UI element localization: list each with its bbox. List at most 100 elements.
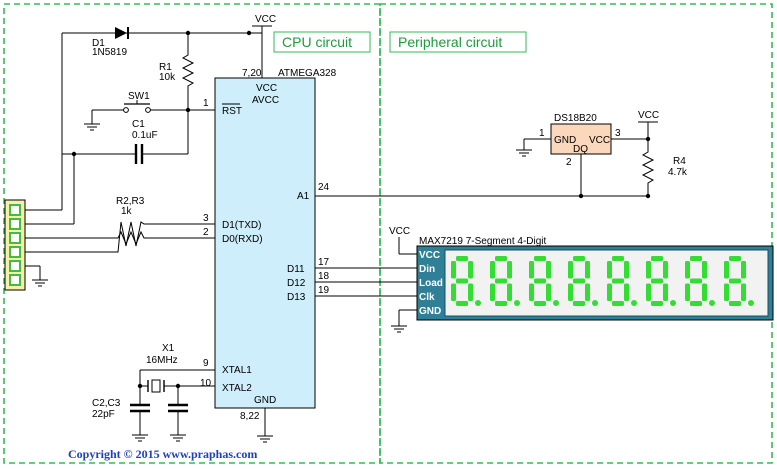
segment	[646, 283, 651, 301]
decimal-point	[631, 300, 637, 306]
segment	[456, 278, 468, 284]
segment	[612, 256, 624, 261]
mcu-pin-avcc: AVCC	[252, 95, 279, 106]
segment	[495, 256, 507, 261]
segment	[546, 283, 551, 301]
d1-value: 1N5819	[92, 47, 127, 58]
segment	[573, 301, 585, 306]
segment	[729, 256, 741, 261]
display-face	[444, 249, 769, 317]
gnd-c2	[132, 434, 148, 442]
segment	[468, 261, 473, 279]
vcc-label-top: VCC	[255, 14, 276, 25]
pin-num-a1: 24	[318, 182, 330, 193]
sw1-ref: SW1	[128, 91, 150, 102]
decimal-point	[709, 300, 715, 306]
pin-num-d11: 17	[318, 257, 330, 268]
segment	[456, 256, 468, 261]
segment	[651, 301, 663, 306]
ds18b20-pin-gnd: GND	[554, 135, 576, 146]
segment	[741, 283, 746, 301]
digit-7	[685, 256, 715, 306]
segment	[607, 283, 612, 301]
c1-value: 0.1uF	[132, 130, 158, 141]
segment	[624, 283, 629, 301]
c23-value: 22pF	[92, 409, 115, 420]
decimal-point	[670, 300, 676, 306]
segment	[729, 278, 741, 284]
r4-resistor	[641, 139, 655, 196]
ds18b20-pin3-num: 3	[615, 128, 621, 139]
segment	[490, 261, 495, 279]
peripheral-label-box	[389, 31, 527, 53]
c23-ref: C2,C3	[92, 398, 121, 409]
segment	[663, 261, 668, 279]
mcu-pin-d11: D11	[287, 264, 305, 275]
segment	[585, 261, 590, 279]
segment	[507, 283, 512, 301]
segment	[651, 278, 663, 284]
r2-r3-resistors	[110, 221, 215, 253]
segment	[585, 283, 590, 301]
copyright-text: Copyright © 2015 www.praphas.com	[68, 447, 257, 461]
decimal-point	[475, 300, 481, 306]
display-title: MAX7219 7-Segment 4-Digit	[419, 236, 547, 247]
display-pin-load: Load	[419, 278, 443, 289]
segment	[612, 278, 624, 284]
segment	[724, 261, 729, 279]
seven-segment-digits	[451, 256, 754, 306]
mcu-pin-gnd: GND	[254, 395, 276, 406]
c1-ref: C1	[132, 119, 145, 130]
r1-value: 10k	[159, 72, 176, 83]
segment	[741, 261, 746, 279]
segment	[495, 301, 507, 306]
gnd-mcu	[257, 435, 273, 443]
digit-3	[529, 256, 559, 306]
d1-diode	[62, 27, 262, 39]
peripheral-section-border	[379, 3, 773, 464]
mcu-pin-d1: D1(TXD)	[222, 220, 261, 231]
junction-vcc	[246, 30, 252, 36]
r23-ref: R2,R3	[116, 196, 145, 207]
gnd-connector	[32, 279, 48, 287]
x1-crystal	[139, 369, 215, 393]
gnd-display	[391, 325, 407, 333]
decimal-point	[592, 300, 598, 306]
gnd-sw1	[84, 123, 100, 131]
r1-resistor	[181, 33, 195, 110]
segment	[529, 283, 534, 301]
segment	[607, 261, 612, 279]
segment	[729, 301, 741, 306]
segment	[690, 301, 702, 306]
mcu-name: ATMEGA328	[278, 68, 337, 79]
segment	[624, 261, 629, 279]
segment	[534, 301, 546, 306]
segment	[702, 283, 707, 301]
vcc-label-r4: VCC	[638, 110, 659, 121]
decimal-point	[553, 300, 559, 306]
segment	[690, 278, 702, 284]
mcu-gnd-pins: 8,22	[240, 411, 260, 422]
mcu-pin-d13: D13	[287, 292, 306, 303]
mcu-pin-a1: A1	[297, 191, 310, 202]
gnd-c3	[170, 434, 186, 442]
cpu-label-box	[273, 31, 371, 53]
display-pin-clk: Clk	[419, 292, 435, 303]
c1-capacitor	[62, 110, 189, 164]
c2-c3-capacitors	[130, 383, 188, 435]
segment	[646, 261, 651, 279]
segment	[573, 278, 585, 284]
segment	[568, 261, 573, 279]
ds18b20-pin1-num: 1	[539, 128, 545, 139]
segment	[456, 301, 468, 306]
digit-8	[724, 256, 754, 306]
segment	[546, 261, 551, 279]
r4-value: 4.7k	[668, 167, 688, 178]
x1-ref: X1	[162, 343, 175, 354]
pin-num-d1: 3	[203, 213, 209, 224]
mcu-vcc-pins: 7,20	[242, 68, 262, 79]
display-pin-gnd: GND	[419, 306, 441, 317]
ds18b20-pin-vcc: VCC	[589, 135, 610, 146]
mcu-pin-xtal1: XTAL1	[222, 365, 252, 376]
